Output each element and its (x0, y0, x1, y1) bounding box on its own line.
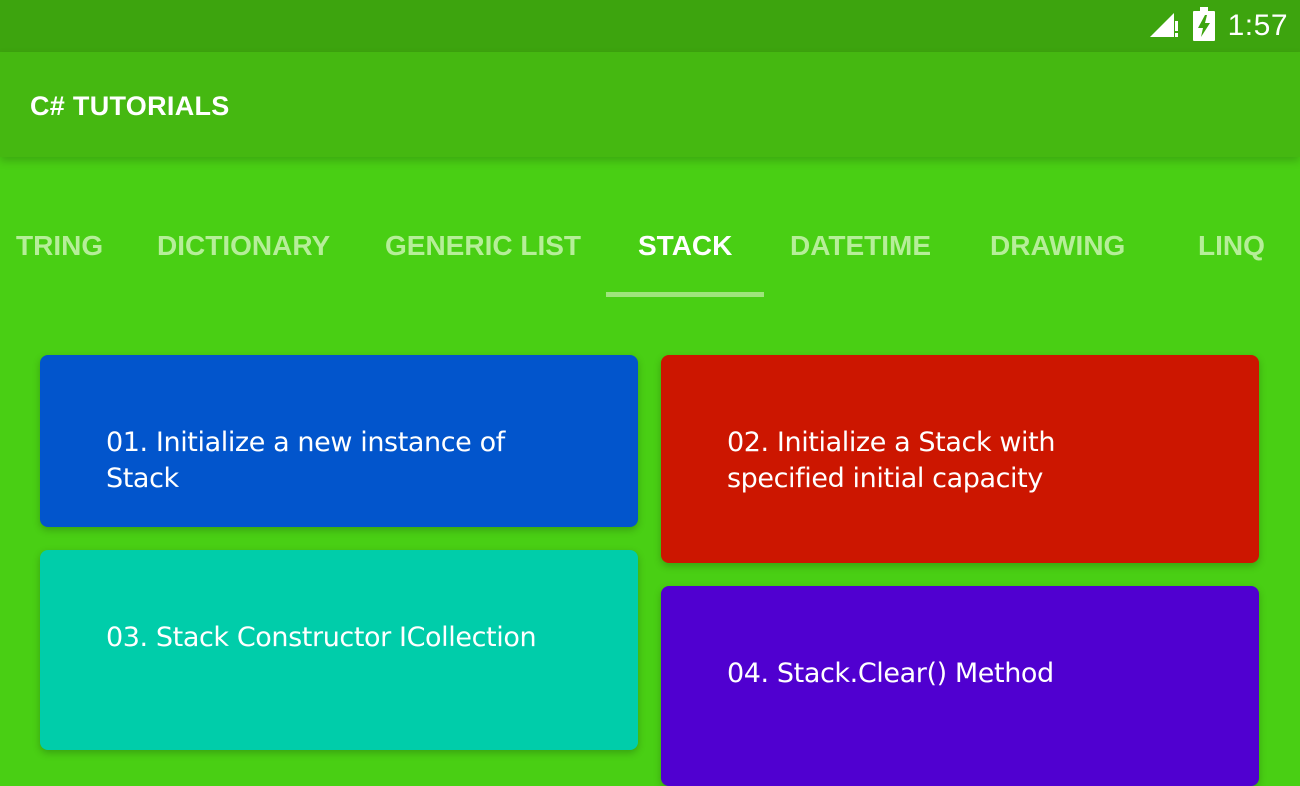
tab-linq[interactable]: LINQ (1198, 230, 1265, 261)
tab-drawing[interactable]: DRAWING (990, 230, 1126, 261)
tab-stack[interactable]: STACK (638, 230, 733, 261)
tab-datetime[interactable]: DATETIME (790, 230, 932, 261)
status-time: 1:57 (1227, 9, 1288, 42)
app-title: C# TUTORIALS (30, 91, 230, 121)
tab-generic-list[interactable]: GENERIC LIST (385, 230, 582, 261)
card-01[interactable]: 01. Initialize a new instance of Stack (40, 355, 638, 527)
card-04[interactable]: 04. Stack.Clear() Method (661, 586, 1259, 786)
status-icons: 1:57 (1148, 0, 1288, 52)
tab-bar: TRING DICTIONARY GENERIC LIST STACK DATE… (0, 157, 1300, 297)
card-02[interactable]: 02. Initialize a Stack with specified in… (661, 355, 1259, 563)
card-title: 02. Initialize a Stack with specified in… (727, 427, 1056, 494)
tab-string[interactable]: TRING (16, 230, 104, 261)
app-bar: C# TUTORIALS (0, 52, 1300, 157)
tab-indicator (606, 292, 764, 297)
card-grid: 01. Initialize a new instance of Stack 0… (0, 297, 1300, 786)
card-title: 03. Stack Constructor ICollection (106, 622, 537, 653)
battery-charging-icon (1192, 6, 1216, 46)
card-03[interactable]: 03. Stack Constructor ICollection (40, 550, 638, 750)
card-title: 04. Stack.Clear() Method (727, 658, 1054, 689)
card-title: 01. Initialize a new instance of Stack (106, 427, 505, 494)
status-bar: 1:57 (0, 0, 1300, 52)
tab-dictionary[interactable]: DICTIONARY (157, 230, 331, 261)
signal-icon (1148, 9, 1180, 44)
